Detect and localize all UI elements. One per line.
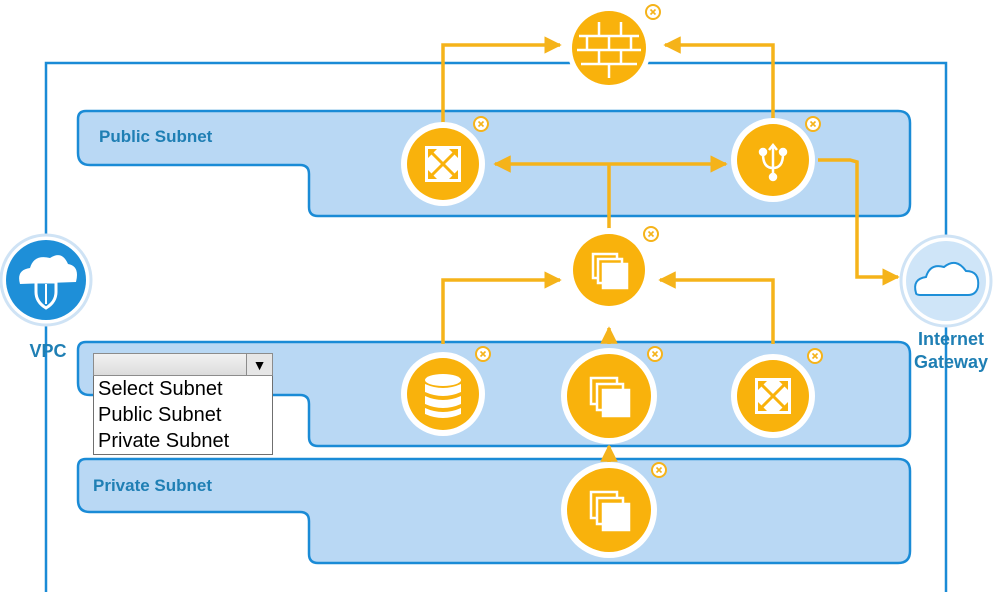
subnet-select-header[interactable]: ▼ xyxy=(93,353,273,376)
private-router-node[interactable] xyxy=(731,348,823,438)
remove-icon[interactable] xyxy=(473,116,489,132)
option-private-subnet[interactable]: Private Subnet xyxy=(98,430,230,452)
triangle-down-icon: ▼ xyxy=(252,356,267,373)
instances-icon xyxy=(591,252,629,290)
connectors xyxy=(441,36,900,466)
remove-icon[interactable] xyxy=(643,226,659,242)
middle-subnet-band xyxy=(76,340,912,448)
public-router-node[interactable] xyxy=(401,116,489,206)
firewall-node[interactable] xyxy=(567,4,661,90)
option-select-subnet[interactable]: Select Subnet xyxy=(98,378,223,400)
cloud-icon xyxy=(914,261,980,296)
dropdown-toggle-button[interactable]: ▼ xyxy=(246,354,272,375)
remove-icon[interactable] xyxy=(475,346,491,362)
instances-icon xyxy=(589,376,631,418)
remove-icon[interactable] xyxy=(651,462,667,478)
firewall-icon xyxy=(577,22,641,78)
instances-icon xyxy=(589,490,631,532)
nat-gateway-node[interactable] xyxy=(731,116,821,202)
remove-icon[interactable] xyxy=(805,116,821,132)
remove-icon[interactable] xyxy=(807,348,823,364)
app-instances-node[interactable] xyxy=(567,226,659,312)
public-subnet-label: Public Subnet xyxy=(99,127,213,146)
nat-gateway-icon xyxy=(758,142,788,182)
internet-gateway-label-line-1: Internet xyxy=(917,329,984,349)
remove-icon[interactable] xyxy=(647,346,663,362)
vpc-label: VPC xyxy=(29,341,67,361)
subnet-select[interactable]: ▼ Select Subnet Public Subnet Private Su… xyxy=(93,353,273,455)
router-icon xyxy=(755,378,791,414)
mid-instances-node[interactable] xyxy=(561,346,663,444)
vpc-cloud-shield-icon xyxy=(19,255,77,310)
vpc-node xyxy=(0,233,93,327)
subnet-select-options: Select Subnet Public Subnet Private Subn… xyxy=(93,376,273,455)
internet-gateway-node xyxy=(899,234,993,328)
database-icon xyxy=(425,374,461,418)
vpc-boundary xyxy=(44,61,948,592)
private-subnet-label: Private Subnet xyxy=(93,476,213,495)
database-node[interactable] xyxy=(401,346,491,436)
internet-gateway-label-line-2: Gateway xyxy=(913,352,989,372)
private-instances-node[interactable] xyxy=(561,462,667,558)
option-public-subnet[interactable]: Public Subnet xyxy=(98,404,222,426)
remove-icon[interactable] xyxy=(645,4,661,20)
internet-gateway-label: Internet Gateway xyxy=(902,328,1000,374)
private-subnet-band xyxy=(76,457,912,565)
router-icon xyxy=(425,146,461,182)
